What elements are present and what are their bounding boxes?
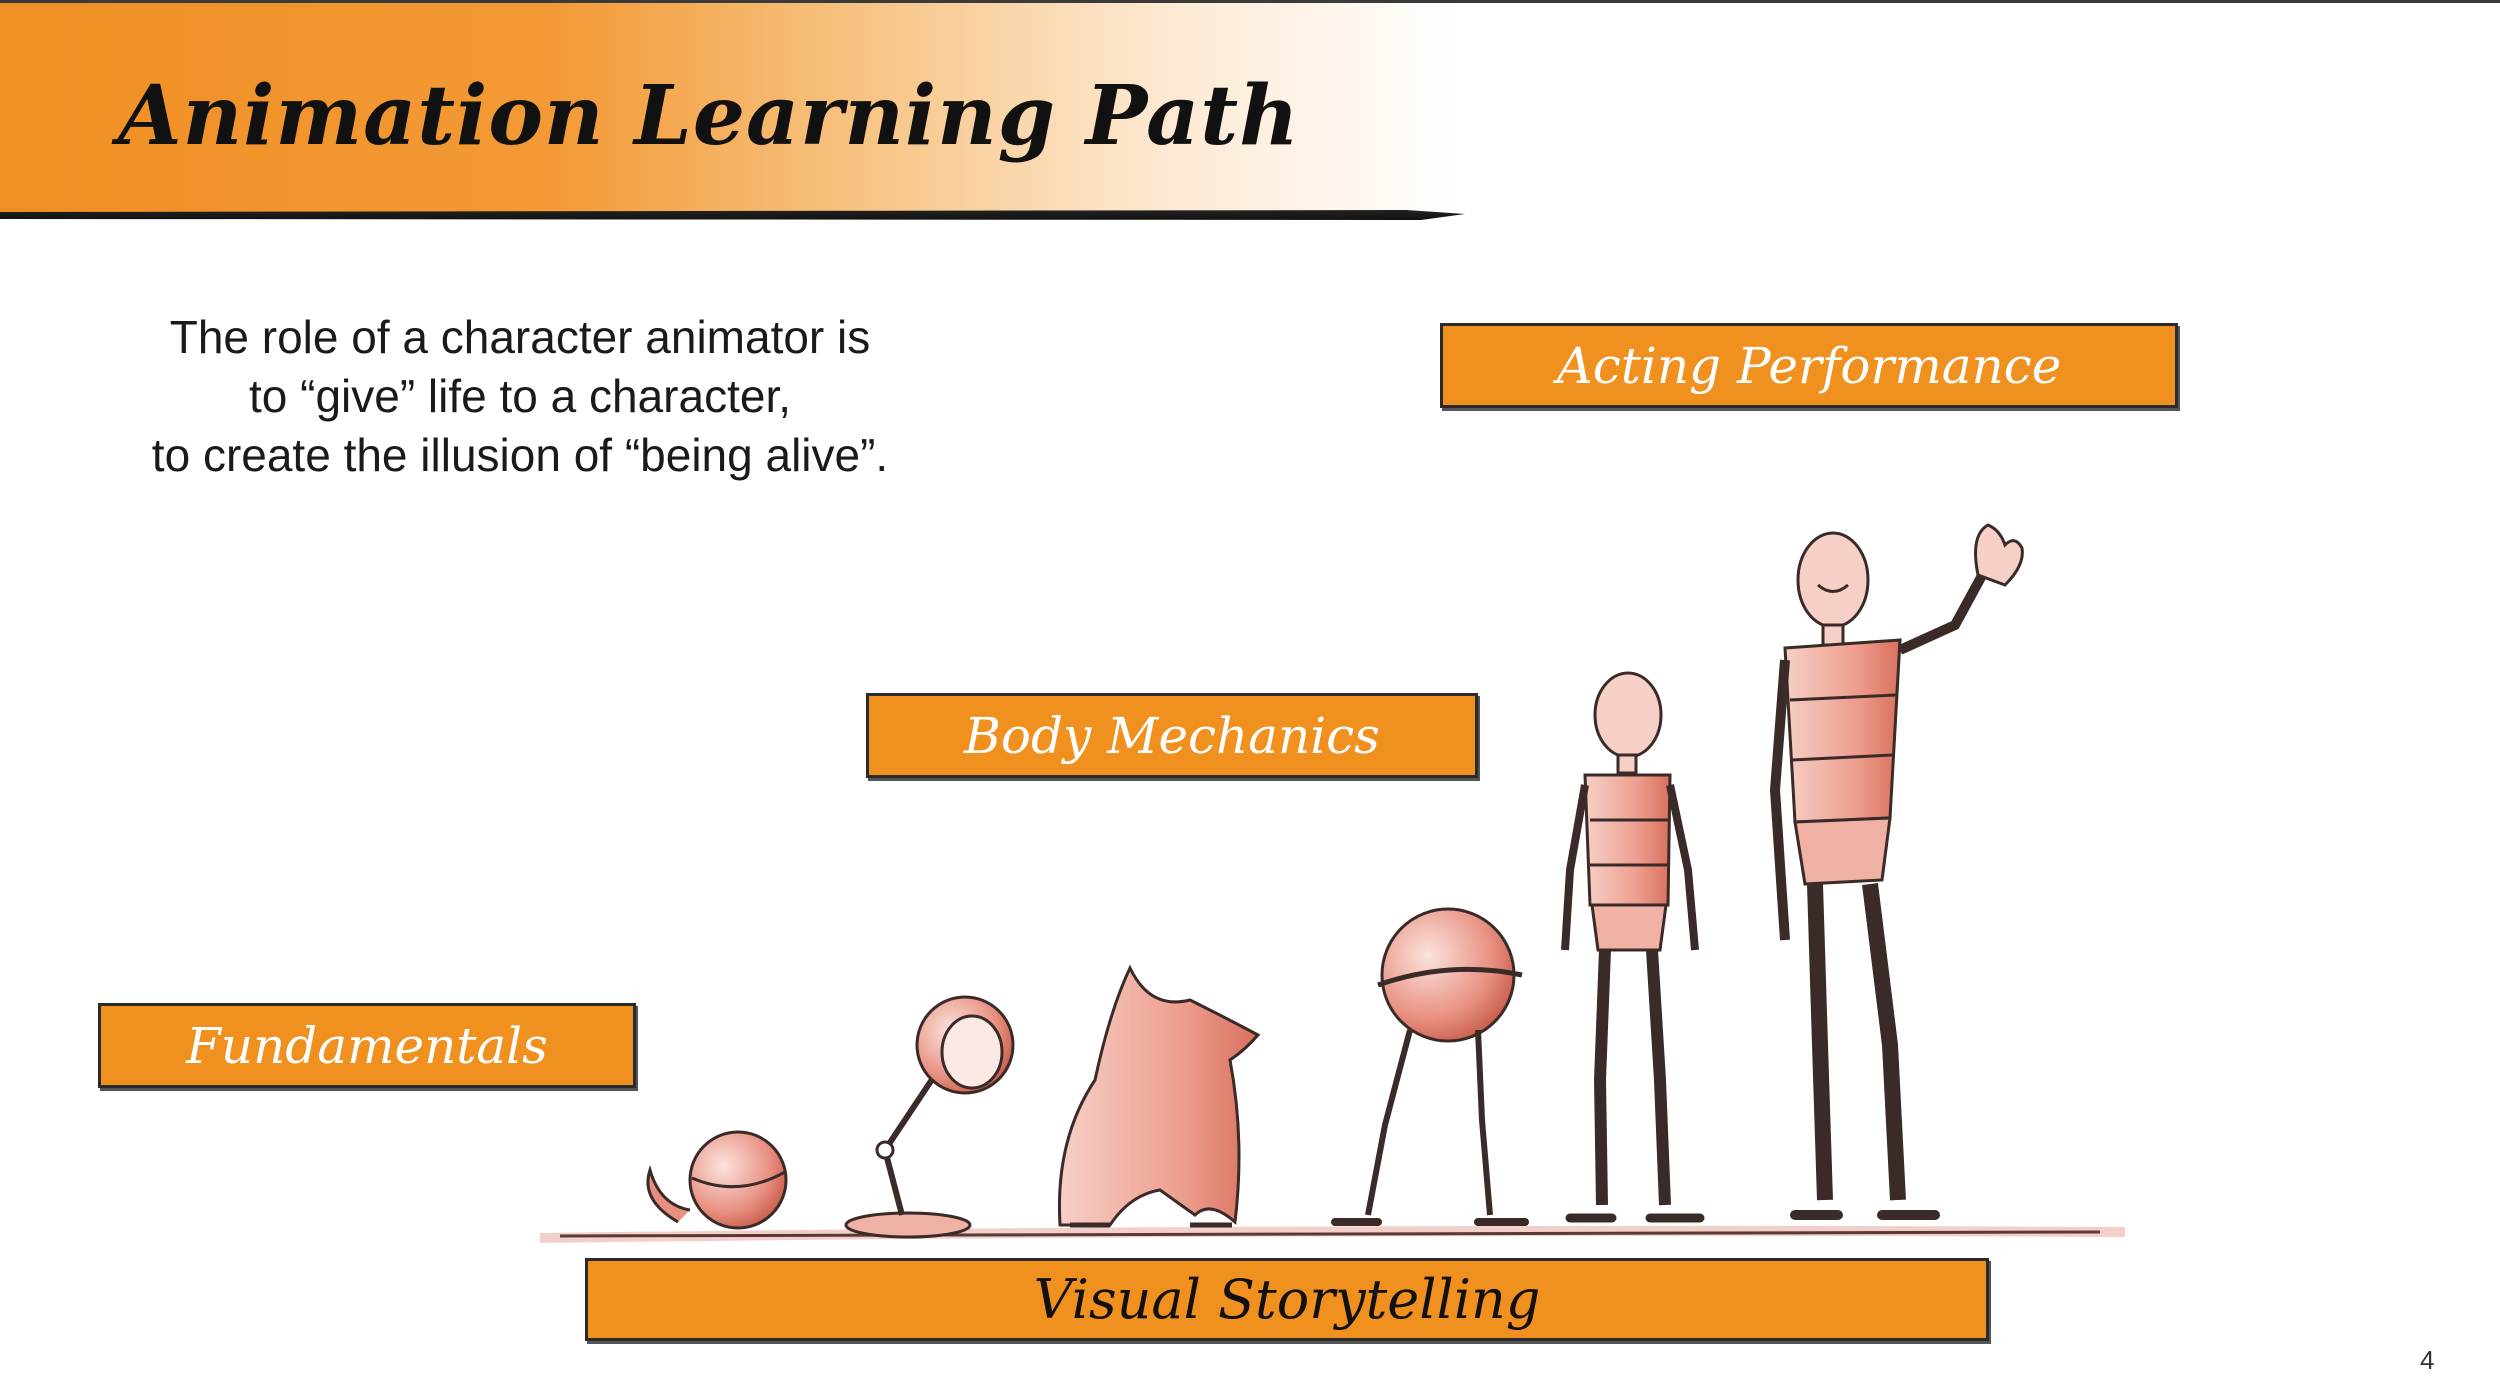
intro-line-3: to create the illusion of “being alive”. [151,429,889,481]
stage-label-visual-storytelling: Visual Storytelling [585,1258,1989,1341]
stage-label-fundamentals: Fundamentals [98,1003,636,1088]
tall-mannequin-character [1769,523,2024,1220]
sack-character [1057,964,1261,1228]
ball-legs-character [1331,907,1529,1226]
ground-line [539,1225,2126,1243]
ball-character [646,1130,788,1230]
intro-line-1: The role of a character animator is [169,311,871,363]
lamp-character [844,995,1015,1239]
stage-label-acting-performance: Acting Performance [1440,323,2178,408]
title-banner [0,3,1460,213]
title-underline [0,210,1465,220]
page-title: Animation Learning Path [118,68,1300,164]
page-number: 4 [2420,1345,2435,1375]
character-evolution-illustration [539,523,2126,1243]
intro-line-2: to “give” life to a character, [248,370,792,422]
small-mannequin-character [1561,671,1705,1223]
stage-label-body-mechanics: Body Mechanics [866,693,1478,778]
intro-text: The role of a character animator is to “… [100,308,940,485]
top-rule [0,0,2500,3]
